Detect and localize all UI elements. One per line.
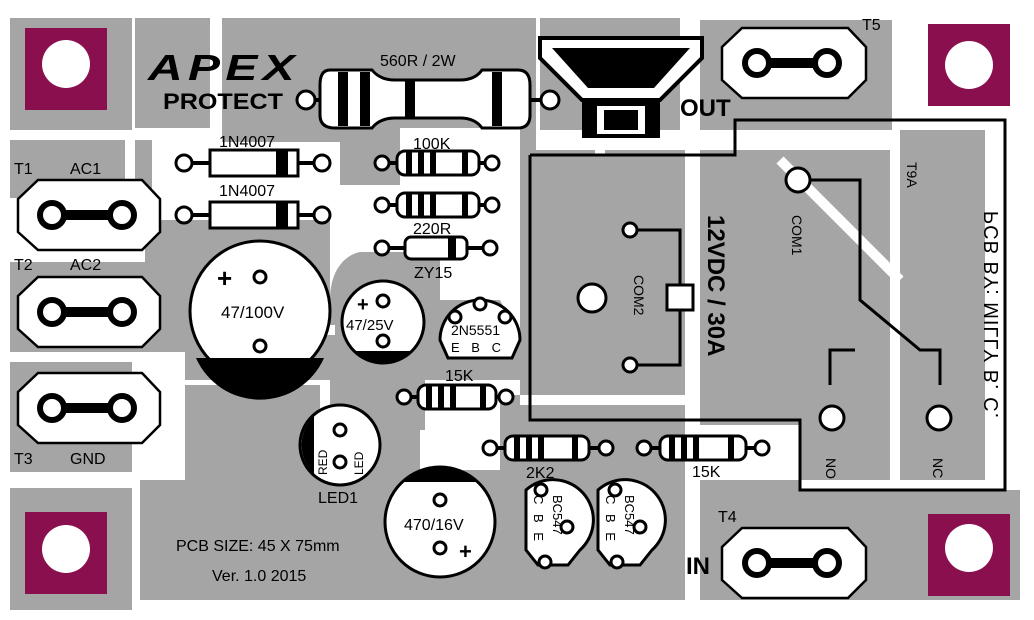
protect-label: PROTECT <box>163 89 284 114</box>
t1-label: T1 <box>14 161 33 178</box>
terminal-block-t3 <box>16 371 162 445</box>
terminal-block-t5 <box>720 26 868 100</box>
in-label: IN <box>686 553 710 580</box>
zener-label: ZY15 <box>414 265 452 282</box>
transistor-bc547-right <box>596 478 667 570</box>
bc547-right-label: BC547 <box>622 495 637 535</box>
led-led-label: LED <box>352 451 366 475</box>
bc547-right-pins: C B E <box>603 495 618 544</box>
r220-label: 220R <box>413 221 451 238</box>
terminal-block-t2 <box>16 275 162 349</box>
d2-label: 1N4007 <box>219 183 275 200</box>
mounting-hole-top-left <box>25 28 107 110</box>
version-label: Ver. 1.0 2015 <box>212 568 306 585</box>
relay-pads <box>576 166 953 432</box>
led-ref-label: LED1 <box>318 490 358 507</box>
relay-no-label: NO <box>823 458 839 479</box>
pcb-size-label: PCB SIZE: 45 X 75mm <box>176 538 340 555</box>
mounting-hole-bottom-right <box>928 514 1010 596</box>
cap-47-100-label: 47/100V <box>221 303 285 322</box>
bc547-left-label: BC547 <box>550 495 565 535</box>
diode-1n4007-bottom <box>174 200 332 230</box>
relay-com1-label: COM1 <box>789 215 805 256</box>
relay-outline <box>528 118 1007 492</box>
led1 <box>298 403 382 487</box>
cap-47-25-plus: + <box>357 294 369 316</box>
resistor-15k-right <box>635 434 771 462</box>
t9a-label: T9A <box>904 162 920 188</box>
t5-label: T5 <box>862 17 881 34</box>
resistor-100k <box>373 149 501 177</box>
transistor-bc547-left <box>524 478 595 570</box>
bc547-left-pins: C B E <box>531 495 546 544</box>
power-resistor-560r <box>295 68 561 130</box>
cap-470-label: 470/16V <box>404 517 464 534</box>
t2-label: T2 <box>14 257 33 274</box>
cap-47-100-plus: + <box>217 263 232 293</box>
relay-nc-label: NC <box>930 458 946 478</box>
out-label: OUT <box>680 95 731 122</box>
capacitor-47-100v <box>188 239 332 400</box>
cap-47-25-label: 47/25V <box>346 317 394 334</box>
mounting-hole-top-right <box>928 24 1010 106</box>
ac1-label: AC1 <box>70 161 101 178</box>
resistor-2k2 <box>481 434 615 462</box>
diode-1n4007-top <box>174 148 332 178</box>
relay-rating-label: 12VDC / 30A <box>702 215 729 356</box>
resistor-220r-top <box>373 191 501 219</box>
r15k-mid-label: 15K <box>445 368 474 385</box>
ac2-label: AC2 <box>70 257 101 274</box>
t4-label: T4 <box>718 509 737 526</box>
cap-470-plus: + <box>459 539 472 564</box>
credit-label: PCB BY: MILLY B. C. <box>981 211 1003 419</box>
r15k-right-label: 15K <box>692 464 721 481</box>
terminal-block-t4 <box>720 526 868 600</box>
terminal-block-t1 <box>16 178 162 252</box>
brand-logo: APEX <box>147 47 300 88</box>
power-resistor-label: 560R / 2W <box>380 53 456 70</box>
r100k-label: 100K <box>413 136 451 153</box>
transistor-2n5551 <box>438 296 522 360</box>
resistor-15k-middle <box>395 383 515 411</box>
mounting-hole-bottom-left <box>25 512 107 594</box>
q-2n5551-pins: E B C <box>451 340 505 355</box>
led-red-label: RED <box>316 449 330 475</box>
r2k2-label: 2K2 <box>526 465 555 482</box>
capacitor-470-16v <box>383 465 497 579</box>
t3-label: T3 <box>14 451 33 468</box>
q-2n5551-label: 2N5551 <box>451 322 500 338</box>
gnd-label: GND <box>70 451 106 468</box>
zener-diode-zy15 <box>373 235 499 261</box>
capacitor-47-25v <box>340 279 426 365</box>
speaker-icon <box>538 36 704 138</box>
d1-label: 1N4007 <box>219 134 275 151</box>
relay-com2-label: COM2 <box>631 275 647 316</box>
